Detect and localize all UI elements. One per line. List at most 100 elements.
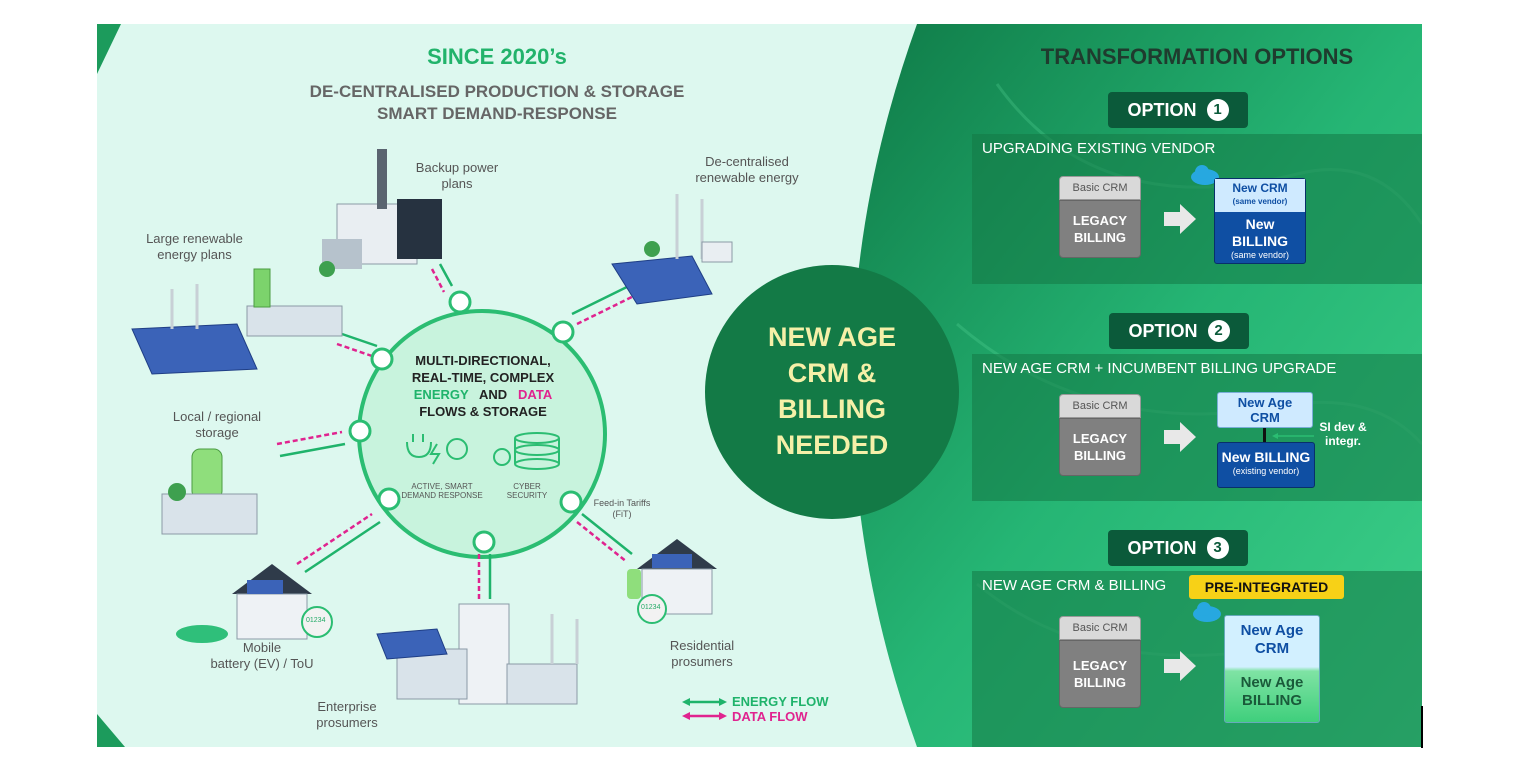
option-3-title: NEW AGE CRM & BILLING <box>982 577 1167 594</box>
option-2-connector <box>1263 428 1266 442</box>
hub-line-4: FLOWS & STORAGE <box>419 404 547 419</box>
label-backup-1: Backup power <box>415 160 499 175</box>
hub-icon1-label-2: DEMAND RESPONSE <box>401 491 483 500</box>
decentral-renewable-illustration <box>611 194 733 305</box>
edge-line <box>1421 706 1423 748</box>
label-fit-2: (FiT) <box>612 509 632 519</box>
legend-data-arrow <box>682 712 727 720</box>
option-3-word: OPTION <box>1127 537 1197 558</box>
node-dot-large <box>370 347 394 371</box>
label-fit: Feed-in Tariffs(FiT) <box>587 498 657 520</box>
label-decentral-1: De-centralised <box>705 154 789 169</box>
option-3-legacy-billing: LEGACY BILLING <box>1059 640 1141 708</box>
center-line-4: NEEDED <box>775 430 889 460</box>
option-3-legacy-2: BILLING <box>1073 675 1126 690</box>
label-residential-1: Residential <box>669 638 735 653</box>
option-3-badge: OPTION 3 <box>1108 530 1248 566</box>
option-2-number: 2 <box>1207 320 1230 342</box>
hub-icon2-label-1: CYBER <box>513 482 541 491</box>
meter-mobile: 01234 <box>306 617 326 624</box>
center-line-1: NEW AGE <box>768 322 896 352</box>
option-3-number: 3 <box>1206 537 1229 559</box>
option-1-new-billing-1: New <box>1245 216 1275 232</box>
hub-and-word: AND <box>479 387 508 402</box>
option-1-new-crm: New CRM (same vendor) <box>1215 179 1305 212</box>
option-3-legacy-1: LEGACY <box>1072 658 1128 673</box>
hub-text: MULTI-DIRECTIONAL, REAL-TIME, COMPLEX EN… <box>393 352 573 420</box>
option-1-new-billing-sub: (same vendor) <box>1230 250 1290 260</box>
option-2-badge: OPTION 2 <box>1109 313 1249 349</box>
option-2-legacy-2: BILLING <box>1073 448 1126 463</box>
label-enterprise-1: Enterprise <box>317 699 377 714</box>
demand-response-icon <box>406 434 468 465</box>
option-1-number: 1 <box>1206 99 1229 121</box>
center-text: NEW AGE CRM & BILLING NEEDED <box>704 319 960 463</box>
pre-integrated-badge: PRE-INTEGRATED <box>1189 575 1344 599</box>
center-line-2: CRM & <box>787 358 877 388</box>
option-2-si-arrow <box>1272 433 1314 439</box>
option-3-billing-1: New Age <box>1240 674 1304 691</box>
option-2-word: OPTION <box>1128 320 1198 341</box>
node-dot-enterprise <box>472 530 496 554</box>
option-2-crm-1: New Age <box>1237 395 1293 410</box>
label-fit-1: Feed-in Tariffs <box>593 498 651 508</box>
hub-icon2-label: CYBER SECURITY <box>497 482 557 500</box>
option-1-cloud-icon <box>1191 165 1219 185</box>
hub-line-2: REAL-TIME, COMPLEX <box>411 370 555 385</box>
center-circle <box>705 265 959 519</box>
legend-data-label: DATA FLOW <box>732 709 808 724</box>
label-mobile-2: battery (EV) / ToU <box>210 656 314 671</box>
option-2-title: NEW AGE CRM + INCUMBENT BILLING UPGRADE <box>982 360 1337 377</box>
node-dot-decentral <box>551 320 575 344</box>
slide: SINCE 2020’s DE-CENTRALISED PRODUCTION &… <box>97 24 1422 747</box>
right-heading: TRANSFORMATION OPTIONS <box>1040 44 1354 69</box>
option-1-panel: UPGRADING EXISTING VENDOR Basic CRM LEGA… <box>972 134 1422 284</box>
large-renewable-illustration <box>131 268 343 375</box>
label-backup-2: plans <box>441 176 473 191</box>
option-3-crm-1: New Age <box>1240 622 1304 639</box>
option-2-new-age-crm: New Age CRM <box>1217 392 1313 428</box>
option-3-billing-2: BILLING <box>1242 692 1302 709</box>
option-2-si-1: SI dev & <box>1319 420 1367 434</box>
node-dot-local <box>348 419 372 443</box>
option-2-si-label: SI dev & integr. <box>1317 420 1369 448</box>
hub-line-1: MULTI-DIRECTIONAL, <box>415 353 551 368</box>
backup-plant-illustration <box>319 149 442 277</box>
option-3-cloud-icon <box>1193 602 1221 622</box>
left-heading: SINCE 2020’s <box>427 44 567 69</box>
legend-energy-label: ENERGY FLOW <box>732 694 829 709</box>
label-local-2: storage <box>195 425 239 440</box>
meter-residential: 01234 <box>641 604 661 611</box>
label-enterprise-2: prosumers <box>316 715 378 730</box>
legend-energy-arrow <box>682 698 727 706</box>
option-3-arrow-icon <box>1164 651 1196 681</box>
hub-icon1-label-1: ACTIVE, SMART <box>411 482 473 491</box>
option-2-panel: NEW AGE CRM + INCUMBENT BILLING UPGRADE … <box>972 354 1422 501</box>
local-storage-illustration <box>161 448 258 535</box>
cyber-security-icon <box>493 432 560 470</box>
label-large-2: energy plans <box>157 247 232 262</box>
option-2-new-billing: New BILLING (existing vendor) <box>1217 442 1315 488</box>
option-2-si-2: integr. <box>1324 434 1361 448</box>
node-dot-fit <box>559 490 583 514</box>
option-1-new-billing: New BILLING (same vendor) <box>1215 212 1305 261</box>
node-dot-mobile <box>377 487 401 511</box>
option-1-title: UPGRADING EXISTING VENDOR <box>982 140 1216 157</box>
option-3-new-age-stack: New Age CRM New Age BILLING <box>1224 615 1320 723</box>
hub-circle <box>357 309 607 559</box>
option-1-basic-crm: Basic CRM <box>1059 176 1141 200</box>
label-decentral-2: renewable energy <box>695 170 799 185</box>
node-dot-backup <box>448 290 472 314</box>
hub-data-word: DATA <box>518 387 553 402</box>
option-3-crm-2: CRM <box>1254 640 1290 657</box>
option-1-legacy-2: BILLING <box>1073 230 1126 245</box>
option-1-word: OPTION <box>1127 99 1197 120</box>
